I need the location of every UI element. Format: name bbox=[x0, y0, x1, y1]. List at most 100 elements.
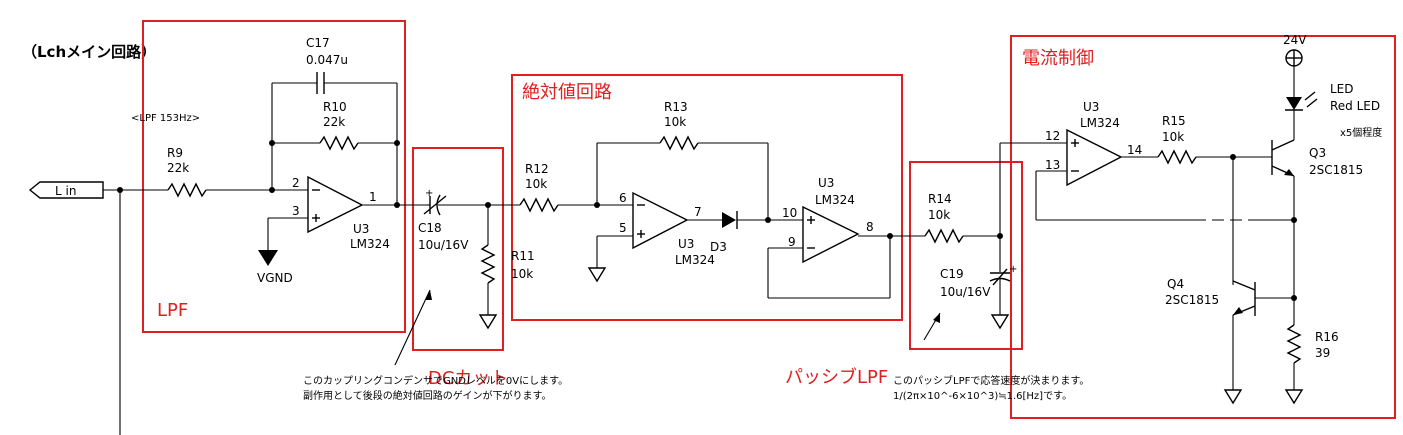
c19-value: 10u/16V bbox=[940, 285, 991, 299]
led-emission-arrow bbox=[1306, 98, 1318, 108]
d3-ref: D3 bbox=[710, 240, 727, 254]
svg-text:+: + bbox=[1009, 264, 1017, 275]
r9-ref: R9 bbox=[167, 146, 183, 160]
transistor-q3-collector bbox=[1271, 139, 1295, 151]
u3b-pin-in-neg: 6 bbox=[619, 191, 627, 205]
resistor-r16 bbox=[1286, 324, 1302, 364]
passive-lpf-block-frame bbox=[909, 161, 1023, 350]
r14-ref: R14 bbox=[928, 192, 952, 206]
r13-value: 10k bbox=[664, 115, 686, 129]
opamp-u3b bbox=[632, 191, 689, 250]
r9-value: 22k bbox=[167, 161, 189, 175]
r12-ref: R12 bbox=[525, 162, 549, 176]
r16-ref: R16 bbox=[1315, 330, 1339, 344]
u3b-pin-out: 7 bbox=[694, 205, 702, 219]
ground-symbol bbox=[1284, 389, 1304, 405]
c19-ref: C19 bbox=[940, 267, 964, 281]
u3d-pin-in-neg: 13 bbox=[1045, 158, 1060, 172]
u3a-part: LM324 bbox=[350, 237, 390, 251]
c18-ref: C18 bbox=[418, 221, 442, 235]
passive-note-line2: 1/(2π×10^-6×10^3)≒1.6[Hz]です。 bbox=[893, 390, 1072, 402]
capacitor-c19-variable-arrow bbox=[992, 268, 1008, 286]
ground-symbol bbox=[1223, 389, 1243, 405]
annotation-arrow bbox=[394, 289, 431, 366]
led-emission-arrow bbox=[1304, 91, 1316, 101]
lpf-block-label: LPF bbox=[157, 300, 188, 321]
resistor-r11 bbox=[480, 244, 496, 284]
svg-text:+: + bbox=[425, 188, 433, 199]
resistor-r10 bbox=[319, 135, 359, 151]
c17-value: 0.047u bbox=[306, 53, 348, 67]
junction bbox=[887, 233, 893, 239]
coupling-note-line2: 副作用として後段の絶対値回路のゲインが下がります。 bbox=[303, 389, 552, 402]
u3b-part: LM324 bbox=[675, 253, 715, 267]
q4-part: 2SC1815 bbox=[1165, 293, 1219, 307]
ground-symbol bbox=[587, 267, 607, 283]
u3a-pin-in-neg: 2 bbox=[292, 176, 300, 190]
dc-cut-block-label: DCカット bbox=[428, 368, 508, 389]
dc-cut-block-frame bbox=[412, 147, 504, 351]
resistor-r13 bbox=[659, 135, 699, 151]
opamp-u3a bbox=[307, 175, 364, 234]
u3b-pin-in-pos: 5 bbox=[619, 221, 627, 235]
c18-value: 10u/16V bbox=[418, 238, 469, 252]
u3c-part: LM324 bbox=[815, 193, 855, 207]
abs-block-label: 絶対値回路 bbox=[522, 82, 612, 103]
q3-ref: Q3 bbox=[1309, 146, 1326, 160]
u3b-ref: U3 bbox=[678, 237, 694, 251]
current-control-block-frame bbox=[1010, 35, 1396, 419]
r15-value: 10k bbox=[1162, 130, 1184, 144]
junction bbox=[1291, 217, 1297, 223]
vgnd-label: VGND bbox=[257, 271, 293, 285]
u3a-pin-out: 1 bbox=[369, 190, 377, 204]
capacitor-c18-plate bbox=[436, 194, 441, 216]
coupling-note-line1: このカップリングコンデンサでGNDレベルを0Vにします。 bbox=[303, 374, 568, 387]
ground-symbol bbox=[478, 314, 498, 330]
u3c-pin-in-neg: 9 bbox=[788, 235, 796, 249]
transistor-q4-collector bbox=[1232, 280, 1256, 291]
opamp-u3d bbox=[1066, 128, 1123, 187]
circuit-title: （Lchメイン回路） bbox=[22, 43, 156, 61]
u3c-ref: U3 bbox=[818, 176, 834, 190]
r12-value: 10k bbox=[525, 177, 547, 191]
u3d-pin-in-pos: 12 bbox=[1045, 129, 1060, 143]
supply-label: 24V bbox=[1283, 33, 1307, 47]
q3-part: 2SC1815 bbox=[1309, 163, 1363, 177]
u3d-ref: U3 bbox=[1083, 100, 1099, 114]
opamp-u3c bbox=[802, 205, 860, 264]
led-count-note: x5個程度 bbox=[1340, 126, 1382, 139]
resistor-r15 bbox=[1157, 149, 1197, 165]
r11-ref: R11 bbox=[511, 249, 535, 263]
r13-ref: R13 bbox=[664, 100, 688, 114]
diode-d3 bbox=[722, 212, 736, 228]
resistor-r9 bbox=[167, 182, 207, 198]
vgnd-symbol bbox=[258, 250, 278, 266]
lpf-block-frame bbox=[142, 20, 406, 333]
led-value: Red LED bbox=[1330, 99, 1380, 113]
capacitor-c19-plate bbox=[989, 277, 1011, 282]
u3a-pin-in-pos: 3 bbox=[292, 204, 300, 218]
led-diode bbox=[1286, 97, 1302, 110]
ground-symbol bbox=[990, 314, 1010, 330]
u3c-pin-in-pos: 10 bbox=[782, 206, 797, 220]
r10-ref: R10 bbox=[323, 100, 347, 114]
junction bbox=[394, 202, 400, 208]
u3a-ref: U3 bbox=[353, 222, 369, 236]
r15-ref: R15 bbox=[1162, 114, 1186, 128]
q4-ref: Q4 bbox=[1167, 277, 1184, 291]
resistor-r14 bbox=[924, 228, 964, 244]
led-ref: LED bbox=[1330, 82, 1354, 96]
r10-value: 22k bbox=[323, 115, 345, 129]
r11-value: 10k bbox=[511, 267, 533, 281]
u3d-pin-out: 14 bbox=[1127, 143, 1142, 157]
current-control-block-label: 電流制御 bbox=[1022, 48, 1094, 69]
u3d-part: LM324 bbox=[1080, 116, 1120, 130]
input-label: L in bbox=[55, 184, 76, 198]
passive-note-line1: このパッシブLPFで応答速度が決まります。 bbox=[893, 374, 1089, 387]
junction bbox=[269, 140, 275, 146]
abs-block-frame bbox=[511, 74, 903, 321]
passive-lpf-block-label: パッシブLPF bbox=[785, 366, 888, 388]
junction bbox=[765, 217, 771, 223]
resistor-r12 bbox=[519, 197, 559, 213]
